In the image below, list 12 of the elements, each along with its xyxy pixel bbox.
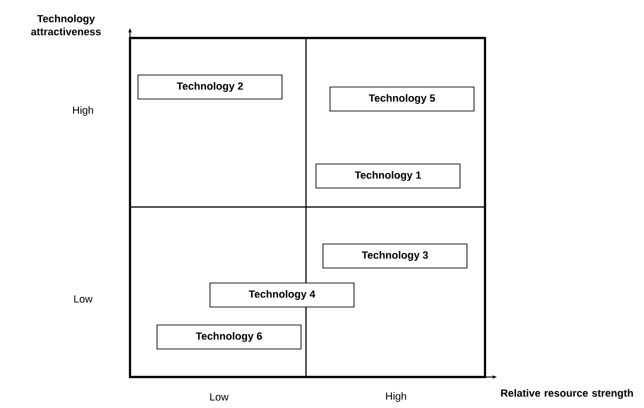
axis-tick-label: High xyxy=(73,106,94,116)
technology-box: Technology 6 xyxy=(156,324,302,350)
axis-title: Relative resource strength xyxy=(501,389,633,399)
technology-box: Technology 1 xyxy=(316,164,460,188)
axis-tick-label: High xyxy=(386,392,406,402)
axis-tick-label: Low xyxy=(210,393,229,401)
technology-box: Technology 2 xyxy=(138,74,282,100)
technology-box: Technology 4 xyxy=(210,282,354,308)
technology-box: Technology 3 xyxy=(322,244,468,268)
technology-box: Technology 5 xyxy=(330,86,474,112)
axis-tick-label: Low xyxy=(74,295,93,303)
axis-title: Technology attractiveness xyxy=(31,14,101,36)
